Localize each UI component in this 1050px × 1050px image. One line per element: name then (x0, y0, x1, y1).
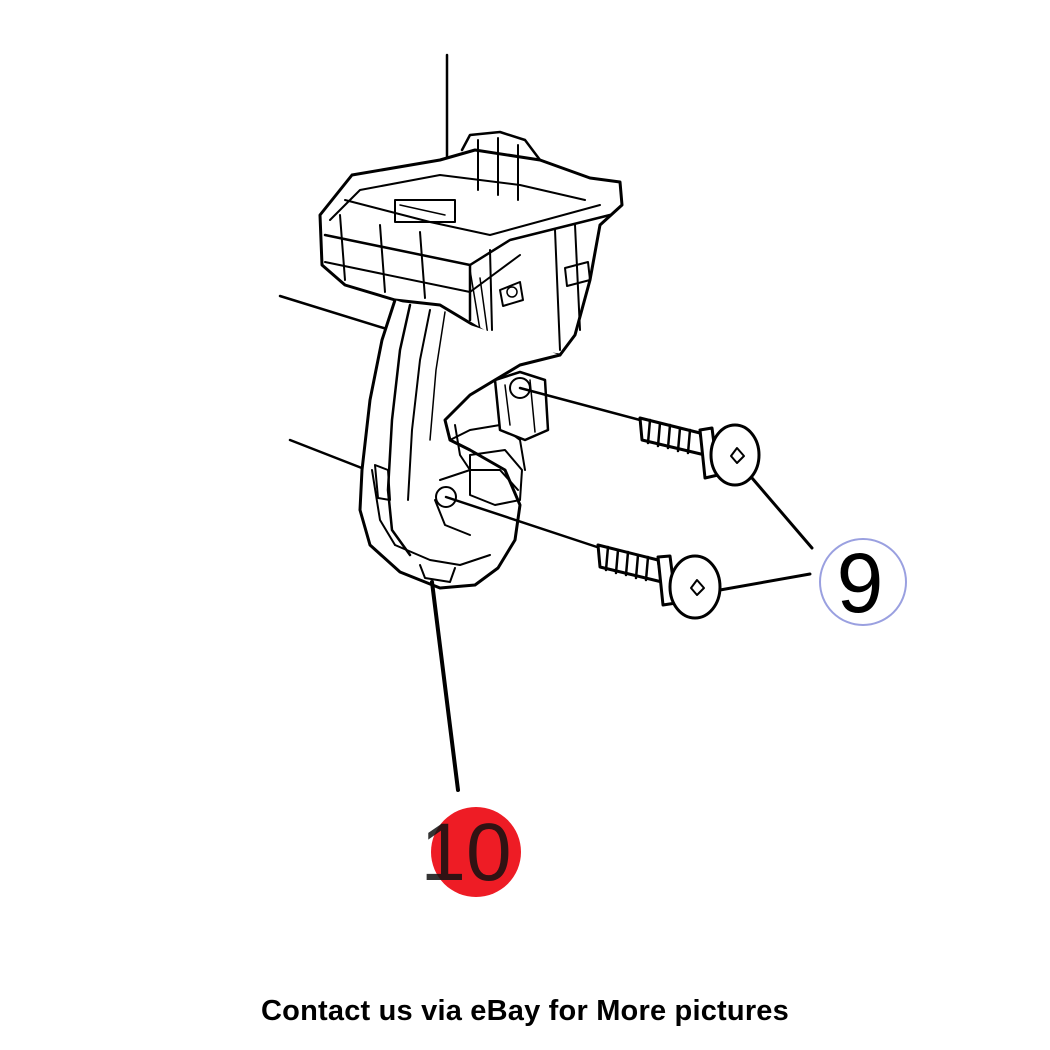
hinge-arm (358, 298, 562, 590)
lower-bolt (596, 543, 722, 620)
lower-bolt-axis (444, 495, 602, 550)
callout-10-number: 10 (420, 807, 511, 898)
callout-9-ring (819, 538, 907, 626)
callout-9-number: 9 (837, 536, 884, 630)
callout-9: 9 (819, 536, 907, 630)
upper-bolt (638, 416, 761, 487)
callout-9-leader-upper (750, 476, 814, 550)
reference-line-upper (278, 294, 392, 332)
callout-10-leader (430, 580, 460, 792)
callout-10-highlight (431, 807, 521, 897)
contact-caption: Contact us via eBay for More pictures (261, 995, 789, 1027)
reference-line-lower (288, 438, 374, 474)
callout-10: 10 (420, 807, 521, 898)
hinge-upper-housing (318, 130, 624, 357)
upper-bolt-axis (518, 386, 642, 422)
callout-9-leader-lower (718, 572, 812, 592)
